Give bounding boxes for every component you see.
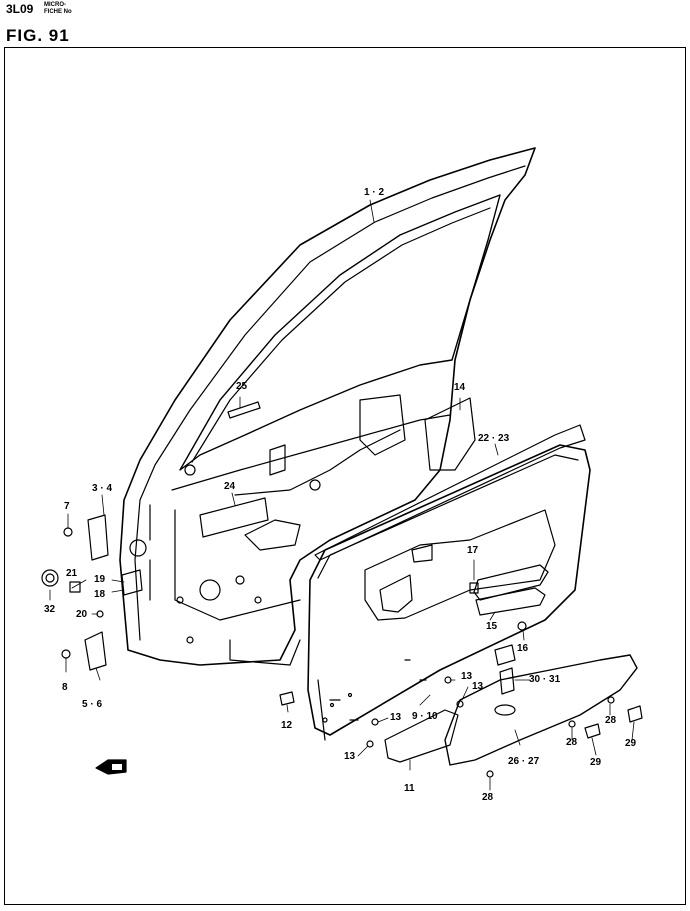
callout-part-17: 17 — [467, 545, 479, 556]
door-seal-part — [199, 497, 269, 538]
callout-part-16: 16 — [517, 643, 529, 654]
screw-13b — [456, 700, 464, 708]
page-code: 3L09 — [6, 2, 34, 16]
callout-part-19: 19 — [94, 574, 106, 585]
microfiche-label-line1: MICRO- — [44, 2, 66, 8]
screw-28a — [486, 770, 494, 778]
callout-part-22-23: 22 · 23 — [478, 433, 510, 444]
callout-part-29-a: 29 — [590, 757, 602, 768]
callout-part-30-31: 30 · 31 — [529, 674, 561, 685]
diagram-frame — [4, 47, 686, 905]
armrest-part — [475, 587, 546, 616]
callout-part-32: 32 — [44, 604, 56, 615]
callout-part-5-6: 5 · 6 — [82, 699, 103, 710]
callout-part-28-a: 28 — [482, 792, 494, 803]
callout-part-13-d: 13 — [344, 751, 356, 762]
callout-part-12: 12 — [281, 720, 293, 731]
lower-hinge-part — [84, 631, 107, 671]
callout-part-28-c: 28 — [605, 715, 617, 726]
callout-part-13-b: 13 — [472, 681, 484, 692]
callout-part-13-a: 13 — [461, 671, 473, 682]
figure-title: FIG. 91 — [6, 26, 70, 45]
screw-13d — [366, 740, 374, 748]
callout-part-28-b: 28 — [566, 737, 578, 748]
clip-12 — [279, 691, 295, 706]
callout-part-1-2: 1 · 2 — [364, 187, 385, 198]
screw-28c — [607, 696, 615, 704]
microfiche-label-line2: FICHE No — [44, 9, 72, 15]
callout-part-24: 24 — [224, 481, 236, 492]
grommet-part — [41, 569, 59, 587]
lower-trim-part — [444, 654, 638, 766]
window-channel-part — [227, 401, 261, 419]
callout-part-25: 25 — [236, 381, 248, 392]
door-pocket-part — [384, 709, 459, 763]
callout-part-15: 15 — [486, 621, 498, 632]
callout-part-20: 20 — [76, 609, 88, 620]
callout-part-8: 8 — [62, 682, 68, 693]
page-header: 3L09 MICRO- FICHE No — [6, 2, 206, 24]
screw-28b — [568, 720, 576, 728]
door-shell-part — [119, 147, 536, 666]
front-direction-arrow-icon — [95, 759, 127, 775]
pocket-opening — [494, 704, 516, 716]
handle-bezel-17 — [469, 582, 479, 594]
callout-part-21: 21 — [66, 568, 78, 579]
check-plate-part — [69, 581, 81, 593]
bolt-7 — [63, 527, 73, 537]
waterproof-sheet-part — [424, 397, 476, 471]
callout-part-26-27: 26 · 27 — [508, 756, 540, 767]
callout-part-11: 11 — [404, 783, 415, 794]
screw-13c — [371, 718, 379, 726]
upper-hinge-part — [87, 514, 109, 561]
bolt-8 — [61, 649, 71, 659]
callout-part-9-10: 9 · 10 — [412, 711, 438, 722]
callout-part-13-c: 13 — [390, 712, 402, 723]
leader-lines — [49, 199, 635, 791]
callout-part-3-4: 3 · 4 — [92, 483, 113, 494]
cap-29a — [584, 723, 601, 739]
screw-16 — [517, 621, 527, 631]
switch-30-31 — [494, 644, 516, 666]
cap-29b — [627, 705, 643, 723]
door-check-part — [121, 569, 143, 596]
door-trim-panel-part — [307, 424, 591, 741]
callout-part-14: 14 — [454, 382, 466, 393]
callout-part-18: 18 — [94, 589, 106, 600]
callout-part-29-b: 29 — [625, 738, 637, 749]
callout-part-7: 7 — [64, 501, 70, 512]
